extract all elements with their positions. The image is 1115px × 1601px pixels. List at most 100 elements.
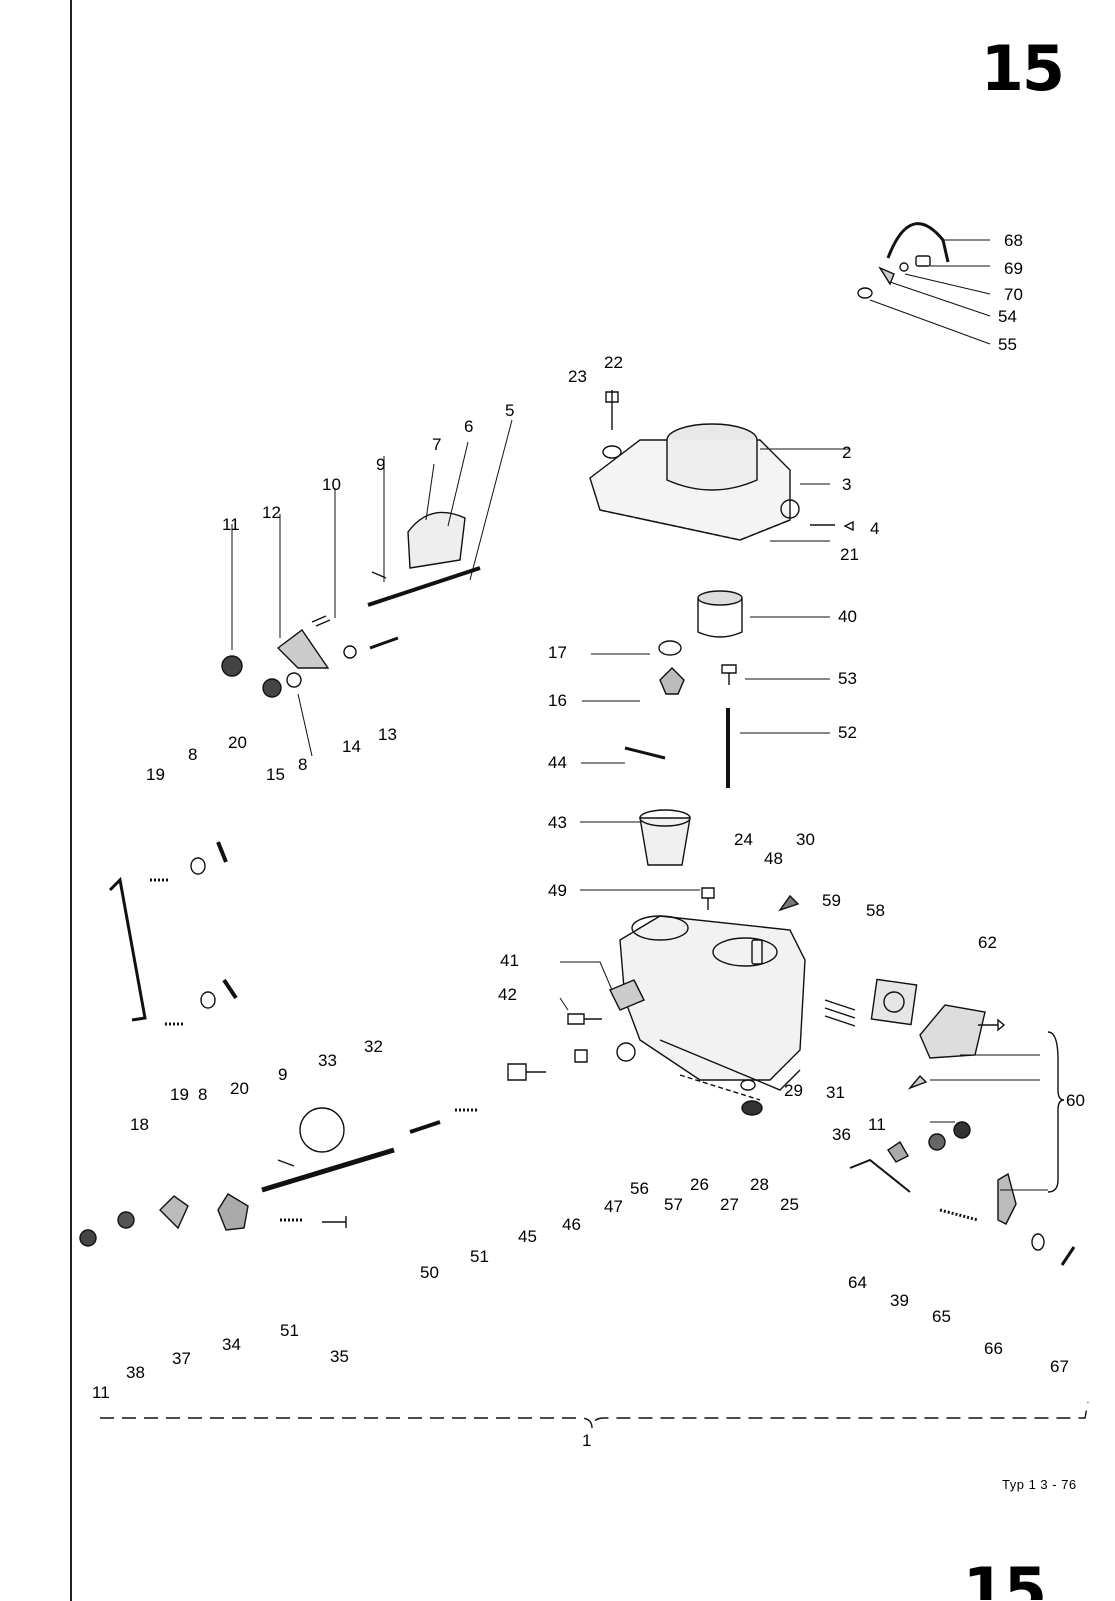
spring-10: [311, 615, 331, 627]
screw-22: [605, 390, 619, 430]
callout-9-2: 9: [278, 1065, 287, 1084]
callout-47: 47: [604, 1197, 623, 1216]
ring-14: [343, 645, 357, 659]
assembly-brace-1: [100, 1401, 1089, 1429]
screw-53: [721, 664, 737, 685]
rod-64: [849, 1158, 911, 1193]
washer-26: [740, 1079, 756, 1091]
washer-66: [1031, 1233, 1045, 1251]
callout-54: 54: [998, 307, 1017, 326]
plug-47: [616, 1042, 636, 1062]
lever-34: [217, 1193, 249, 1231]
carburetor-main-body: [619, 915, 806, 1101]
nut-15: [262, 678, 282, 698]
callout-35: 35: [330, 1347, 349, 1366]
washer-8-b: [190, 857, 206, 875]
callout-48: 48: [764, 849, 783, 868]
callout-18: 18: [130, 1115, 149, 1134]
callout-11-1: 11: [222, 515, 240, 534]
page-binding-rule: [70, 0, 72, 1601]
callout-22: 22: [604, 353, 623, 372]
screw-62: [978, 1018, 1006, 1032]
group-callout-60: 60: [1066, 1091, 1085, 1110]
washer-55: [857, 287, 873, 299]
ring-3: [780, 499, 800, 519]
footer-type-code: Typ 1 3 - 76: [1002, 1477, 1077, 1492]
callout-10: 10: [322, 475, 341, 494]
callout-50: 50: [420, 1263, 439, 1282]
callout-62: 62: [978, 933, 997, 952]
lever-right: [997, 1172, 1017, 1225]
pin-20-top: [216, 841, 228, 863]
callout-70: 70: [1004, 285, 1023, 304]
throttle-plate-33: [299, 1107, 345, 1153]
callout-28: 28: [750, 1175, 769, 1194]
callout-19-1: 19: [146, 765, 165, 784]
callout-44: 44: [548, 753, 567, 772]
nut-11-far-left: [79, 1229, 97, 1247]
screw-9-lower: [277, 1159, 295, 1167]
lever-37: [159, 1195, 189, 1230]
leader-lines: [231, 239, 1048, 1191]
callout-8-1: 8: [298, 755, 307, 774]
pin-67: [1060, 1246, 1076, 1266]
callout-33: 33: [318, 1051, 337, 1070]
shaft-5: [367, 566, 481, 607]
bolt-4: [810, 520, 854, 532]
callout-9-1: 9: [376, 455, 385, 474]
fuel-hose-68: [886, 222, 950, 263]
callout-21: 21: [840, 545, 859, 564]
screw-13: [369, 636, 399, 650]
callout-5: 5: [505, 401, 514, 420]
page-number-bottom: 15: [962, 1560, 1045, 1600]
callout-24: 24: [734, 830, 753, 849]
float-43: [639, 809, 691, 866]
nut-11-left: [221, 655, 243, 677]
screw-46: [574, 1049, 588, 1063]
spring-65: [939, 1208, 979, 1222]
washer-8-a: [286, 672, 302, 688]
washer-23: [602, 445, 622, 459]
spring-59: [824, 999, 856, 1027]
callout-51-2: 51: [280, 1321, 299, 1340]
callout-11-2: 11: [868, 1115, 886, 1134]
callout-67: 67: [1050, 1357, 1069, 1376]
lever-12: [276, 629, 330, 669]
callout-19-2: 19: [170, 1085, 189, 1104]
jet-48: [778, 894, 800, 912]
callout-37: 37: [172, 1349, 191, 1368]
page-number-top: 15: [980, 32, 1065, 105]
screw-49: [701, 887, 715, 910]
callout-56: 56: [630, 1179, 649, 1198]
fitting-69: [915, 255, 931, 267]
callout-7: 7: [432, 435, 441, 454]
callout-11-3: 11: [92, 1383, 110, 1402]
callout-46: 46: [562, 1215, 581, 1234]
callout-17: 17: [548, 643, 567, 662]
throttle-shaft-32: [261, 1147, 395, 1193]
callout-32: 32: [364, 1037, 383, 1056]
callout-31: 31: [826, 1083, 845, 1102]
pin-60: [907, 1074, 928, 1090]
callout-20-1: 20: [228, 733, 247, 752]
callout-36: 36: [832, 1125, 851, 1144]
callout-68: 68: [1004, 231, 1023, 250]
washer-36: [928, 1133, 946, 1151]
washer-8-c: [200, 991, 216, 1009]
group-bracket-60: [1047, 1031, 1065, 1193]
callout-3: 3: [842, 475, 851, 494]
linkage-rod-18: [108, 876, 147, 1022]
callout-39: 39: [890, 1291, 909, 1310]
callout-51-1: 51: [470, 1247, 489, 1266]
callout-12: 12: [262, 503, 281, 522]
ring-70: [899, 262, 909, 272]
callout-65: 65: [932, 1307, 951, 1326]
callout-42: 42: [498, 985, 517, 1004]
callout-43: 43: [548, 813, 567, 832]
callout-29: 29: [784, 1081, 803, 1100]
screw-42: [567, 1013, 602, 1025]
mount-plate-6: [407, 511, 466, 569]
float-40: [697, 590, 743, 638]
callout-30: 30: [796, 830, 815, 849]
